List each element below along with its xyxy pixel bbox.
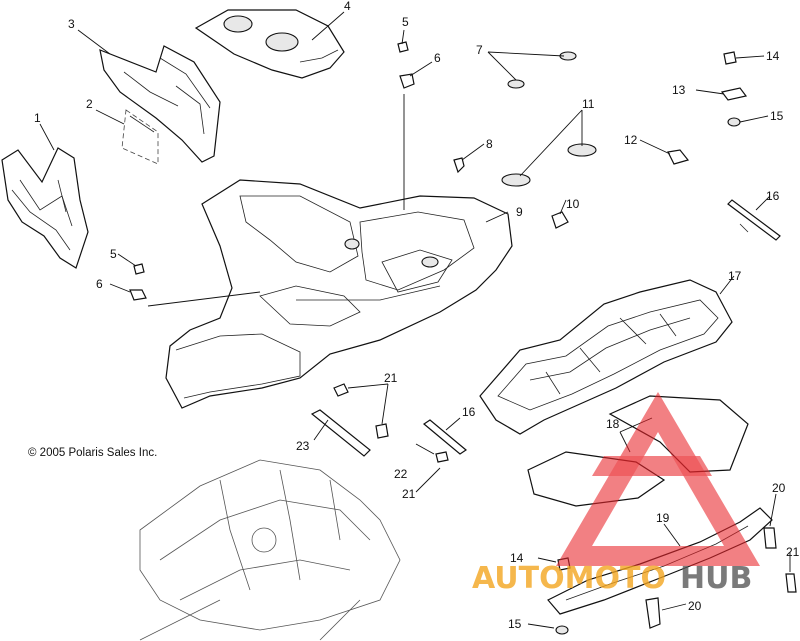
callout-12: 12: [624, 133, 638, 147]
part-15-nut-bottom: [555, 625, 569, 635]
callout-20-right: 20: [772, 481, 786, 495]
part-4-console: [194, 9, 345, 79]
callout-20-bottom: 20: [688, 599, 702, 613]
callout-14-bottom: 14: [510, 551, 524, 565]
callout-5-left: 5: [110, 247, 117, 261]
callout-17: 17: [728, 269, 742, 283]
callout-23: 23: [296, 439, 310, 453]
callout-22: 22: [394, 467, 408, 481]
part-21-bolt-right: [785, 573, 797, 593]
part-17-rack: [479, 279, 733, 435]
part-10-bracket: [551, 211, 569, 229]
callout-15-top: 15: [770, 109, 784, 123]
callout-3: 3: [68, 17, 75, 31]
callout-21-right: 21: [786, 545, 800, 559]
part-11-caps: [501, 143, 597, 187]
callout-10: 10: [566, 197, 580, 211]
callout-2: 2: [86, 97, 93, 111]
callout-numbers: 1 2 3 4 5 5 6 6 7 8 9 10 11 12 13 14 14 …: [34, 0, 800, 631]
part-6-clip-left: [129, 289, 147, 301]
callout-5-top: 5: [402, 15, 409, 29]
part-2-decal: [121, 109, 159, 165]
callout-21-lower: 21: [402, 487, 416, 501]
part-14-clip-top: [723, 51, 737, 65]
callout-6-top: 6: [434, 51, 441, 65]
callout-4: 4: [344, 0, 351, 13]
automotohub-watermark: AUTOMOTO HUB: [472, 392, 760, 596]
part-1-side-panel: [1, 147, 89, 269]
part-20-bracket-bottom: [645, 597, 661, 629]
callout-16-lower: 16: [462, 405, 476, 419]
callout-1: 1: [34, 111, 41, 125]
callout-19: 19: [656, 511, 670, 525]
part-5-fastener-top: [397, 41, 409, 53]
callout-14-top: 14: [766, 49, 780, 63]
callout-9: 9: [516, 205, 523, 219]
part-16-rod-right: [727, 199, 781, 241]
part-13-latch: [720, 87, 748, 101]
callout-16-right: 16: [766, 189, 780, 203]
callout-13: 13: [672, 83, 686, 97]
copyright-text: © 2005 Polaris Sales Inc.: [28, 447, 157, 459]
leader-lines: [39, 11, 791, 629]
part-15-nut-top: [727, 117, 741, 127]
callout-11: 11: [582, 97, 595, 111]
watermark-brand-b: HUB: [680, 561, 752, 596]
callout-6-left: 6: [96, 277, 103, 291]
callout-18: 18: [606, 417, 620, 431]
part-12-connector: [667, 149, 690, 165]
part-16-rod-lower: [422, 419, 468, 455]
watermark-brand-a: AUTOMOTO: [472, 561, 666, 596]
watermark-triangle-icon: [556, 392, 760, 566]
part-5-fastener-left: [133, 263, 145, 275]
part-3-side-panel: [99, 45, 221, 163]
part-23-strap: [310, 409, 371, 457]
callout-8: 8: [486, 137, 493, 151]
part-6-clip-top: [399, 73, 415, 89]
part-21-bolts: [333, 383, 389, 439]
part-8-push-pin: [453, 157, 465, 174]
part-22-washer: [435, 451, 449, 463]
part-20-bracket-right: [763, 527, 777, 549]
callout-7: 7: [476, 43, 483, 57]
part-9-rear-body: [165, 179, 513, 409]
part-7-plugs: [507, 51, 577, 89]
frame-outline: [139, 459, 401, 641]
callout-15-bottom: 15: [508, 617, 522, 631]
callout-21-mid: 21: [384, 371, 398, 385]
